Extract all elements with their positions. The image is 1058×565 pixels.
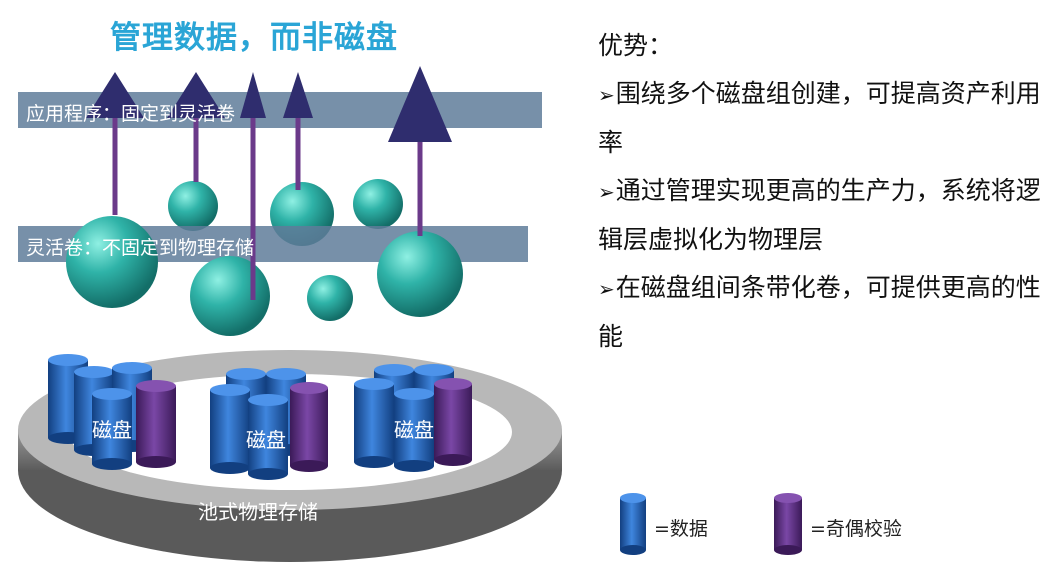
diagram-headline: 管理数据，而非磁盘 xyxy=(110,20,398,56)
data-disk-icon xyxy=(210,384,250,474)
advantages-panel: 优势： 围绕多个磁盘组创建，可提高资产利用率 通过管理实现更高的生产力，系统将逻… xyxy=(598,22,1050,361)
data-disk-icon xyxy=(248,394,288,480)
data-disk-icon xyxy=(92,388,132,470)
disk-group-label: 磁盘 xyxy=(92,418,132,442)
data-disk-icon xyxy=(620,493,646,555)
disk-group-3 xyxy=(354,364,472,472)
data-disk-icon xyxy=(394,388,434,472)
legend-icons xyxy=(620,493,802,555)
data-disk-icon xyxy=(354,378,394,468)
up-arrow-icon xyxy=(167,72,225,182)
volume-sphere-icon xyxy=(377,231,463,317)
parity-disk-icon xyxy=(774,493,802,555)
diagram-graphics xyxy=(18,66,562,562)
arrows xyxy=(86,66,452,300)
legend-parity-label: =奇偶校验 xyxy=(810,518,902,540)
volume-sphere-icon xyxy=(66,216,158,308)
storage-virtualization-diagram: 管理数据，而非磁盘 应用程序：固定到灵活卷 灵活卷：不固定到物理存储 磁盘 磁盘… xyxy=(18,20,562,562)
parity-disk-icon xyxy=(136,380,176,468)
volume-sphere-icon xyxy=(353,179,403,229)
disk-group-label: 磁盘 xyxy=(394,418,434,442)
advantages-title: 优势： xyxy=(598,31,674,60)
volume-sphere-icon xyxy=(168,181,218,231)
up-arrow-icon xyxy=(388,66,452,236)
flexible-volume-label: 灵活卷：不固定到物理存储 xyxy=(26,237,255,259)
disk-group-label: 磁盘 xyxy=(246,428,286,452)
legend-data-label: =数据 xyxy=(654,518,708,540)
up-arrow-icon xyxy=(240,72,266,300)
advantage-item: 通过管理实现更高的生产力，系统将逻辑层虚拟化为物理层 xyxy=(598,167,1050,264)
parity-disk-icon xyxy=(434,378,472,466)
volume-spheres-front xyxy=(66,216,463,336)
advantage-item: 在磁盘组间条带化卷，可提供更高的性能 xyxy=(598,264,1050,361)
volume-sphere-icon xyxy=(307,275,353,321)
application-layer-label: 应用程序：固定到灵活卷 xyxy=(26,103,236,125)
disk-group-1 xyxy=(48,354,176,470)
parity-disk-icon xyxy=(290,382,328,472)
up-arrow-icon xyxy=(86,72,144,215)
pool-storage-label: 池式物理存储 xyxy=(198,500,318,524)
legend: =数据 =奇偶校验 xyxy=(612,488,1052,558)
disk-group-2 xyxy=(210,368,328,480)
up-arrow-icon xyxy=(283,72,313,190)
advantage-item: 围绕多个磁盘组创建，可提高资产利用率 xyxy=(598,70,1050,167)
volume-sphere-icon xyxy=(190,256,270,336)
